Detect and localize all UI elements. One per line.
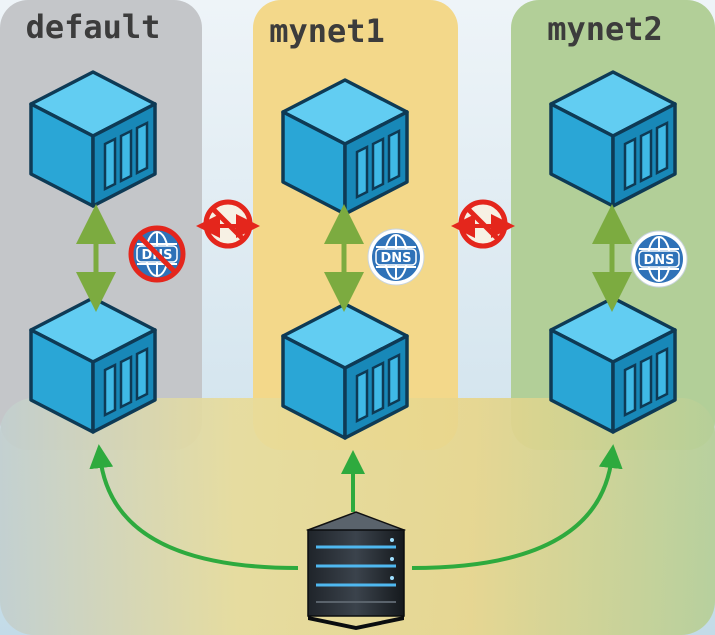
dns-disabled-icon: DNS [128, 225, 186, 283]
network-label-mynet2: mynet2 [547, 10, 663, 48]
network-label-mynet1: mynet1 [269, 12, 385, 50]
network-label-default: default [26, 8, 161, 46]
dns-globe-icon: DNS [367, 228, 425, 286]
blocked-link-icon [196, 199, 260, 249]
host-arrow-mynet2 [411, 444, 623, 570]
host-arrow-default [89, 444, 299, 570]
dns-badge-label-mynet2: DNS [643, 253, 674, 268]
dns-badge-label-mynet1: DNS [380, 251, 411, 266]
blocked-link-icon [451, 199, 515, 249]
dns-globe-icon: DNS [630, 230, 688, 288]
server-host-icon [305, 511, 407, 630]
